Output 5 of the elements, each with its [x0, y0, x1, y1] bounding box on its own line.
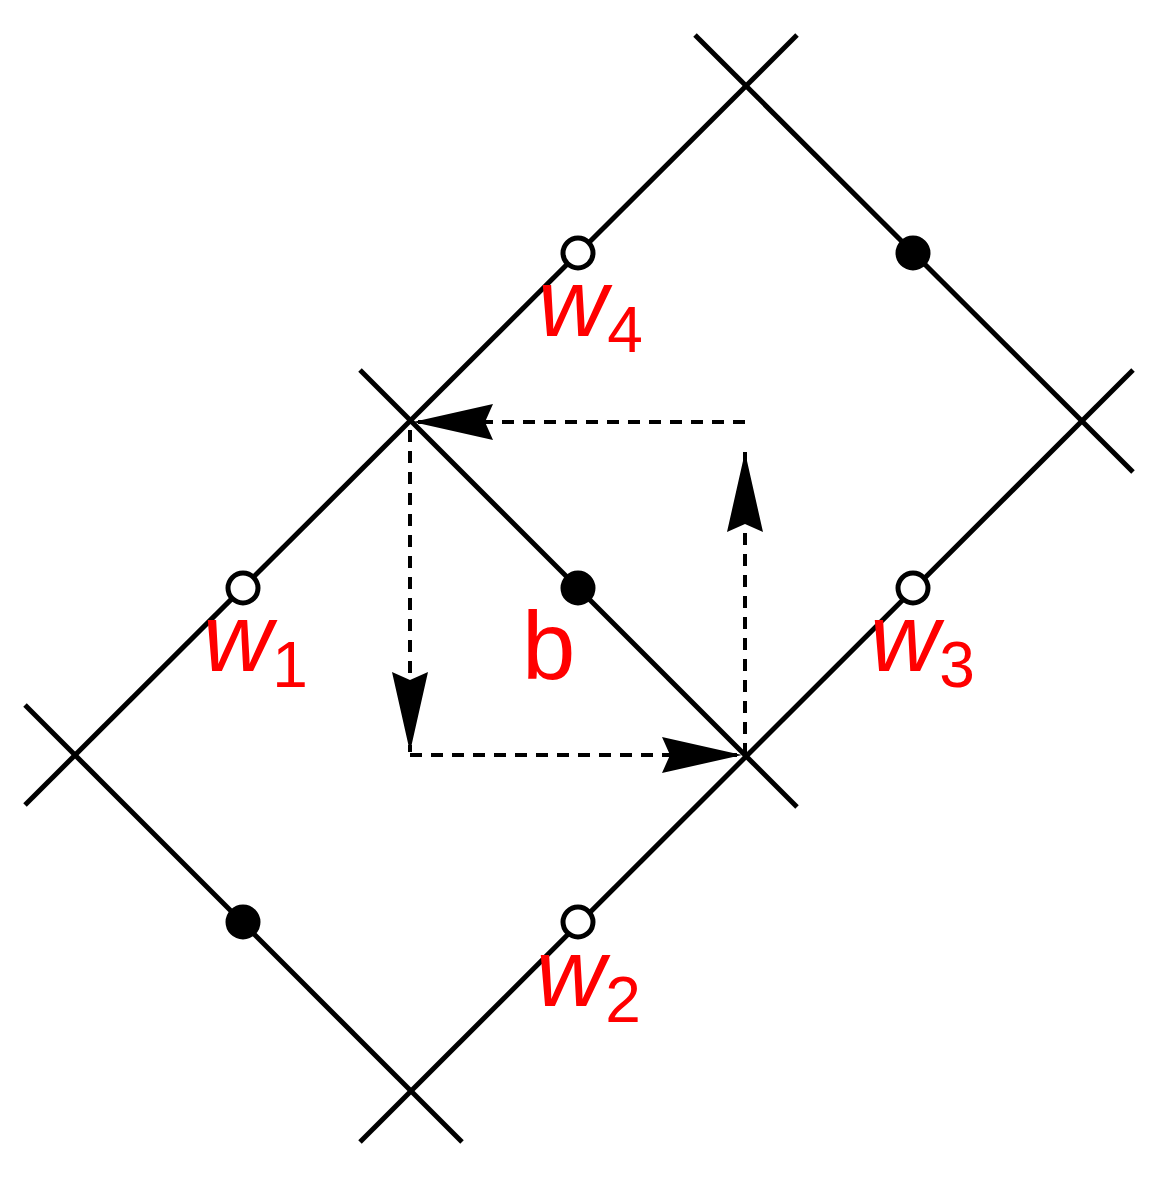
- plaquette-label: b: [522, 598, 576, 694]
- site-label: w$_{2}$: [536, 925, 641, 1032]
- site-label: w$_{1}$: [203, 590, 308, 697]
- site-label: w$_{3}$: [870, 590, 975, 697]
- site-label: w$_{4}$: [538, 255, 643, 362]
